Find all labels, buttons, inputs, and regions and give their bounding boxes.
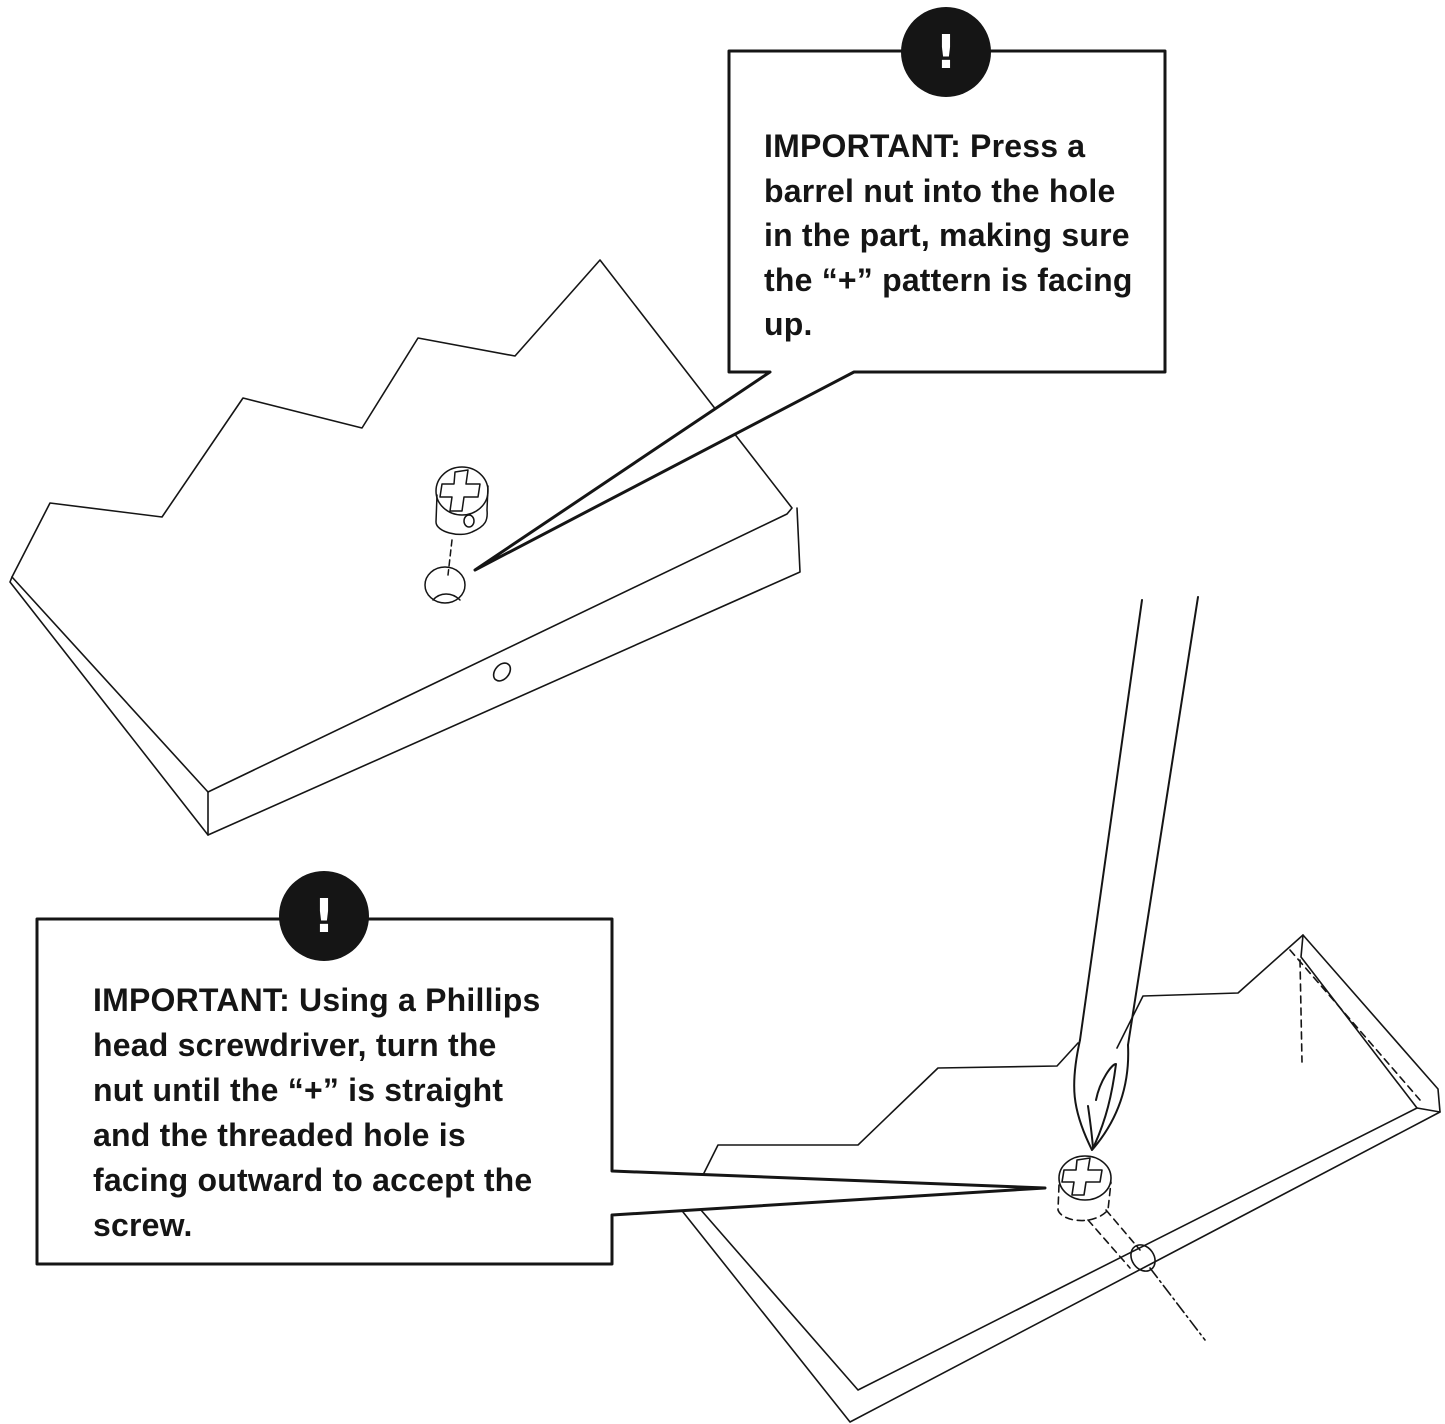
exclamation-badge-icon: !: [279, 871, 369, 961]
svg-text:!: !: [936, 25, 957, 79]
phillips-screwdriver-icon: [1074, 597, 1198, 1150]
svg-text:!: !: [314, 889, 335, 943]
barrel-nut-installed-icon: [1058, 1156, 1111, 1221]
board-panel-top: [10, 260, 800, 835]
callout-1-text: IMPORTANT: Press a barrel nut into the h…: [764, 124, 1154, 347]
callout-2-text: IMPORTANT: Using a Phillips head screwdr…: [93, 978, 593, 1248]
barrel-nut-icon: [425, 467, 488, 603]
exclamation-badge-icon: !: [901, 7, 991, 97]
